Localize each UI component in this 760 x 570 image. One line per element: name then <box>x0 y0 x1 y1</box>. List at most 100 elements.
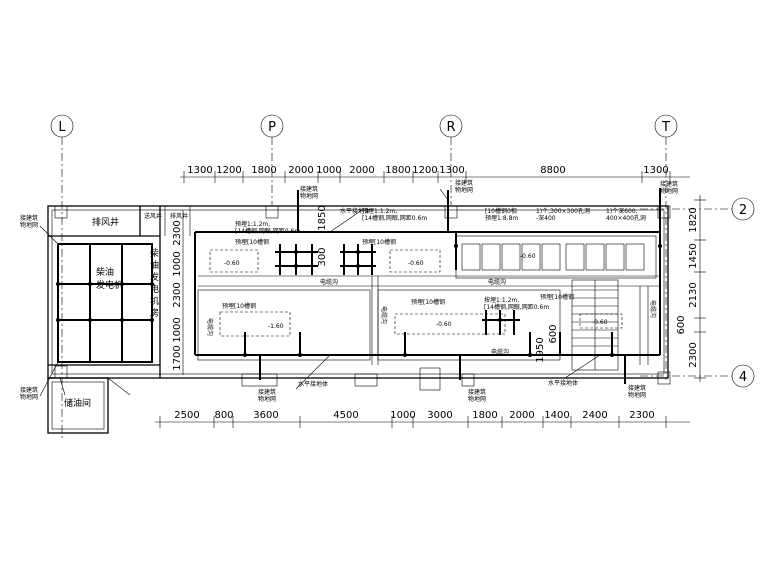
svg-text:接建筑物地网: 接建筑物地网 <box>20 214 38 229</box>
svg-text:2300: 2300 <box>688 342 699 367</box>
svg-text:预埋1:1.2m,: 预埋1:1.2m, <box>235 220 270 228</box>
room-generator-room: 柴 <box>150 247 159 259</box>
axis-label-p: P <box>268 120 276 135</box>
svg-text:-1.60: -1.60 <box>268 323 284 330</box>
svg-text:2300: 2300 <box>172 220 183 245</box>
dimension-chain-right: 1820 1450 2130 600 2300 <box>676 195 706 382</box>
svg-text:2000: 2000 <box>509 410 534 421</box>
axis-label-2: 2 <box>739 203 747 218</box>
svg-text:电缆沟: 电缆沟 <box>491 348 509 356</box>
svg-text:1820: 1820 <box>688 207 699 232</box>
svg-text:1200: 1200 <box>412 165 437 176</box>
svg-text:[14槽钢,网眼,网距0.6m: [14槽钢,网眼,网距0.6m <box>484 303 549 311</box>
svg-text:预埋[10槽钢: 预埋[10槽钢 <box>362 238 396 246</box>
dimension-chain-top: 1300 1200 1800 2000 1000 2000 1800 1200 … <box>180 165 690 183</box>
svg-text:电缆沟: 电缆沟 <box>320 278 338 286</box>
building-outline <box>47 205 671 434</box>
svg-text:600: 600 <box>548 324 559 343</box>
svg-text:-0.60: -0.60 <box>520 253 536 260</box>
svg-text:1300: 1300 <box>439 165 464 176</box>
grounding-grid <box>56 188 662 384</box>
axis-markers-right: 2 4 <box>640 197 755 388</box>
room-labels: 排风井 柴油 发电机 柴 油 发 电 机 房 储油间 送风井 排风井 <box>64 212 188 409</box>
svg-text:-0.60: -0.60 <box>224 260 240 267</box>
svg-text:接建筑物地网: 接建筑物地网 <box>660 180 678 195</box>
stairs <box>571 279 619 371</box>
svg-text:水平接地体: 水平接地体 <box>548 379 578 387</box>
svg-text:预埋[10槽钢: 预埋[10槽钢 <box>540 293 574 301</box>
svg-text:1700: 1700 <box>172 345 183 370</box>
svg-text:按埋1:1.2m,: 按埋1:1.2m, <box>484 296 519 304</box>
svg-text:预埋[10槽钢: 预埋[10槽钢 <box>222 302 256 310</box>
axis-label-l: L <box>58 120 66 135</box>
svg-text:电: 电 <box>150 283 159 295</box>
switchgear-cabinets <box>461 243 645 271</box>
svg-text:预埋[10槽钢: 预埋[10槽钢 <box>235 238 269 246</box>
room-generator-line2: 发电机 <box>96 279 123 291</box>
svg-text:1000: 1000 <box>390 410 415 421</box>
svg-text:300: 300 <box>317 247 328 266</box>
svg-text:400×400孔洞: 400×400孔洞 <box>606 214 646 222</box>
svg-text:发: 发 <box>150 271 159 283</box>
svg-text:1000: 1000 <box>316 165 341 176</box>
svg-text:2000: 2000 <box>288 165 313 176</box>
svg-text:房: 房 <box>150 307 159 319</box>
axis-label-4: 4 <box>739 370 747 385</box>
svg-text:[14槽钢,网眼,网距0.6m: [14槽钢,网眼,网距0.6m <box>235 227 300 235</box>
svg-text:1450: 1450 <box>688 243 699 268</box>
svg-text:1300: 1300 <box>187 165 212 176</box>
svg-text:机: 机 <box>150 295 159 307</box>
svg-text:接建筑物地网: 接建筑物地网 <box>20 386 38 401</box>
svg-text:接建筑物地网: 接建筑物地网 <box>628 384 646 399</box>
svg-text:3600: 3600 <box>253 410 278 421</box>
svg-text:2400: 2400 <box>582 410 607 421</box>
svg-text:1000: 1000 <box>172 317 183 342</box>
dimension-chain-bottom: 2500 800 3600 4500 1000 3000 1800 2000 1… <box>155 410 690 428</box>
svg-text:-0.60: -0.60 <box>408 260 424 267</box>
annotations: 接建筑物地网 接建筑物地网 接建筑物地网 接建筑物地网 接建筑物地网 接建筑物地… <box>20 179 678 403</box>
svg-text:800: 800 <box>214 410 233 421</box>
svg-text:1800: 1800 <box>385 165 410 176</box>
svg-text:600: 600 <box>676 315 687 334</box>
svg-text:1200: 1200 <box>216 165 241 176</box>
svg-text:3000: 3000 <box>427 410 452 421</box>
svg-text:接建筑物地网: 接建筑物地网 <box>300 185 318 200</box>
svg-text:2130: 2130 <box>688 282 699 307</box>
svg-text:2500: 2500 <box>174 410 199 421</box>
svg-text:1)个,300×300孔洞: 1)个,300×300孔洞 <box>536 207 590 215</box>
svg-text:2000: 2000 <box>349 165 374 176</box>
room-shaft-small-2: 排风井 <box>170 212 188 220</box>
svg-text:水平接地体: 水平接地体 <box>340 207 370 215</box>
svg-text:电缆沟: 电缆沟 <box>488 278 506 286</box>
svg-text:接建筑物地网: 接建筑物地网 <box>258 388 276 403</box>
svg-text:接建筑物地网: 接建筑物地网 <box>468 388 486 403</box>
svg-text:电缆沟: 电缆沟 <box>206 318 214 336</box>
svg-text:预埋[10槽钢: 预埋[10槽钢 <box>411 298 445 306</box>
svg-text:-0.60: -0.60 <box>592 319 608 326</box>
svg-text:2300: 2300 <box>629 410 654 421</box>
svg-text:1)个深600,: 1)个深600, <box>606 207 638 215</box>
trench-pits <box>198 249 660 365</box>
svg-text:1800: 1800 <box>251 165 276 176</box>
axis-markers-top: L P R T <box>50 114 678 440</box>
svg-text:-0.60: -0.60 <box>436 321 452 328</box>
svg-text:预埋1:8.8m: 预埋1:8.8m <box>485 214 518 222</box>
svg-text:水平接地体: 水平接地体 <box>298 380 328 388</box>
svg-text:电缆沟: 电缆沟 <box>380 306 388 324</box>
room-oil-store: 储油间 <box>64 397 91 409</box>
svg-text:-深400: -深400 <box>536 214 556 222</box>
svg-text:1800: 1800 <box>472 410 497 421</box>
svg-text:1000: 1000 <box>172 251 183 276</box>
svg-text:电缆沟: 电缆沟 <box>649 300 657 318</box>
room-vent-shaft: 排风井 <box>92 216 119 228</box>
svg-text:1850: 1850 <box>317 205 328 230</box>
svg-text:1300: 1300 <box>643 165 668 176</box>
dimension-chain-left: 2300 1000 2300 1000 1700 1850 300 1950 6… <box>172 205 559 375</box>
svg-text:[10槽钢0相: [10槽钢0相 <box>485 207 517 215</box>
svg-text:4500: 4500 <box>333 410 358 421</box>
svg-text:接建筑物地网: 接建筑物地网 <box>455 179 473 194</box>
room-generator-line1: 柴油 <box>96 266 114 278</box>
svg-text:1400: 1400 <box>544 410 569 421</box>
svg-text:预埋1:1.2m,: 预埋1:1.2m, <box>362 207 397 215</box>
